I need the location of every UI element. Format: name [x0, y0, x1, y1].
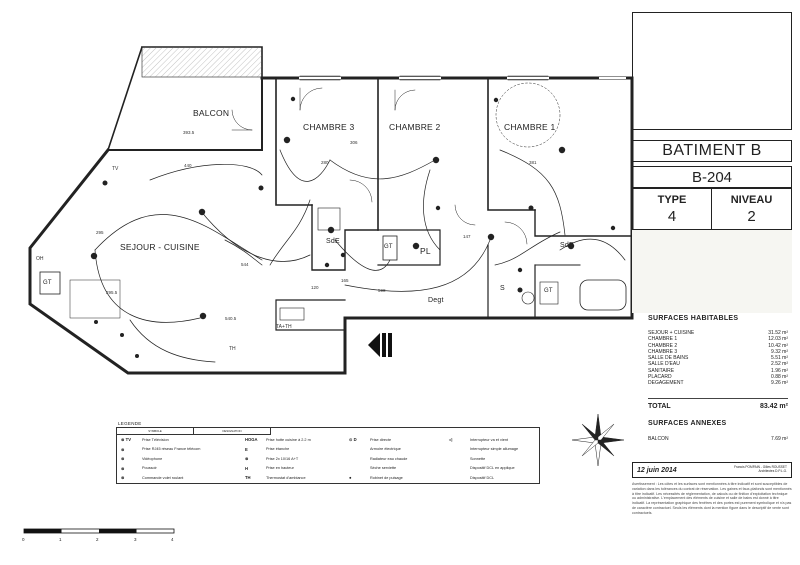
niveau-label: NIVEAU	[730, 193, 773, 206]
legend-row: Radiateur eau chaude	[370, 456, 408, 461]
type-label: TYPE	[657, 193, 687, 206]
room-label-gt-closet: GT	[43, 280, 52, 286]
th-label: TH	[229, 346, 236, 352]
room-label-gt: GT	[384, 244, 393, 250]
room-label-chambre-3: CHAMBRE 3	[303, 122, 355, 132]
dim-sejour-440: 440	[184, 163, 192, 168]
dim-chambre3-w: 280	[321, 160, 329, 165]
scale-label-0: 0	[22, 537, 25, 542]
legend-row: ⊗Commande volet roulant	[121, 475, 184, 481]
dim-sejour-2955: 295.5	[106, 290, 118, 295]
total-divider	[648, 398, 788, 399]
scale-label-2: 2	[96, 537, 99, 542]
oh-label: OH	[36, 256, 44, 262]
dim-sejour-5405: 540.5	[225, 316, 237, 321]
scale-label-3: 3	[134, 537, 137, 542]
legend-head-symbol: SYMBOLE	[117, 428, 194, 434]
credits-line-1: Francis POMPAIN - Gilles ROUSSET	[734, 465, 787, 470]
niveau-cell: NIVEAU 2	[712, 189, 791, 229]
legend-row: ●Robinet de puisage	[349, 475, 403, 481]
scale-label-1: 1	[59, 537, 62, 542]
legend-row: ⊗Prise RJ45 réseau France télécom	[121, 446, 201, 452]
dim-chambre1-w: 381	[529, 160, 537, 165]
total-row: TOTAL 83.42 m²	[648, 403, 788, 410]
legend-head-designation: DESIGNATION	[194, 428, 271, 434]
niveau-value: 2	[747, 207, 756, 225]
legend-row: Dispositif DCL en applique	[470, 466, 515, 471]
room-label-sde: SdE	[326, 238, 340, 245]
room-label-pl: PL	[420, 246, 431, 256]
disclaimer-note: Avertissement : Les côtes et les surface…	[632, 482, 792, 515]
dim-147: 147	[463, 234, 471, 239]
legend-row: Armoire électrique	[370, 447, 401, 452]
credits-line-2: Architectes D.P.L.G.	[758, 469, 787, 473]
room-label-sdb: SdB	[560, 242, 574, 249]
plan-date: 12 juin 2014	[637, 466, 677, 474]
dim-sejour-544: 544	[241, 262, 249, 267]
dim-balcon: 393.5	[183, 130, 195, 135]
dim-sejour-295: 295	[96, 230, 104, 235]
legend-row: ⊗Prise 2x 10/16 A+T	[245, 456, 299, 462]
room-label-sejour-cuisine: SEJOUR - CUISINE	[120, 242, 200, 252]
tv-label: TV	[112, 166, 119, 172]
architects-credits: Francis POMPAIN - Gilles ROUSSET Archite…	[717, 466, 787, 473]
legend-row: Sonnette	[470, 456, 486, 461]
room-label-chambre-1: CHAMBRE 1	[504, 122, 556, 132]
dim-chambre3-h: 306	[350, 140, 358, 145]
lot-number: B-204	[632, 166, 792, 188]
room-label-balcon: BALCON	[193, 108, 230, 118]
logo-box	[632, 12, 792, 130]
site-map	[632, 230, 792, 313]
legend-row: Sèche serviette	[370, 466, 397, 471]
room-label-gt-bath: GT	[544, 288, 553, 294]
legend-row: ⊗Poussoir	[121, 465, 157, 471]
total-value: 83.42 m²	[759, 403, 788, 410]
legend-row: Interrupteur simple allumage	[470, 447, 519, 452]
legend-title: LEGENDE	[118, 421, 142, 426]
legend-header: SYMBOLE DESIGNATION	[117, 428, 271, 435]
ta-th-label: TA+TH	[276, 324, 292, 330]
type-niveau-table: TYPE 4 NIVEAU 2	[632, 188, 792, 230]
building-title: BATIMENT B	[632, 140, 792, 162]
scale-label-4: 4	[171, 537, 174, 542]
type-value: 4	[667, 207, 677, 225]
dim-120: 120	[311, 285, 319, 290]
surfaces-title: SURFACES HABITABLES	[648, 315, 739, 322]
room-label-chambre-2: CHAMBRE 2	[389, 122, 441, 132]
total-label: TOTAL	[648, 403, 671, 410]
legend-row: Dispositif DCL	[470, 475, 495, 480]
type-cell: TYPE 4	[633, 189, 712, 229]
room-label-s: S	[500, 285, 505, 292]
room-label-degt: Degt	[428, 297, 444, 304]
legend-col-4: ◁Interrupteur va et vient Interrupteur s…	[449, 435, 518, 483]
legend-row: ◁Interrupteur va et vient	[449, 437, 508, 443]
dim-165: 165	[341, 278, 349, 283]
dim-598: 598	[378, 288, 386, 293]
legend-row: ⊗Vidéophone	[121, 456, 163, 462]
annex-title: SURFACES ANNEXES	[648, 420, 727, 427]
date-credits-box: 12 juin 2014 Francis POMPAIN - Gilles RO…	[632, 462, 792, 478]
